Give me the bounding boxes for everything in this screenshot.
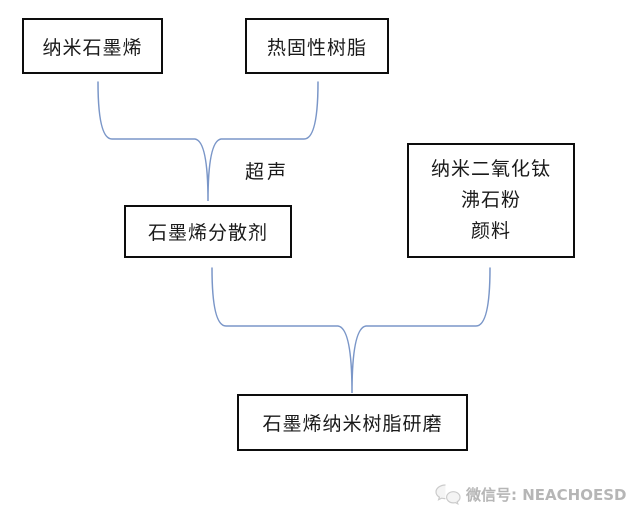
node-additives-line-3: 颜料: [470, 220, 511, 242]
brace-bottom-connector: [211, 267, 491, 394]
node-thermosetting-resin-label: 热固性树脂: [266, 36, 367, 59]
watermark-text: 微信号: NEACHOESD: [466, 486, 627, 504]
node-additives-line-2: 沸石粉: [460, 189, 521, 211]
node-additives-line-1: 纳米二氧化钛: [430, 158, 551, 180]
wechat-icon: [435, 484, 461, 505]
node-grinding-label: 石墨烯纳米树脂研磨: [262, 413, 443, 435]
node-nano-graphene: 纳米石墨烯: [22, 18, 163, 74]
node-graphene-dispersant: 石墨烯分散剂: [124, 205, 292, 258]
node-nano-graphene-label: 纳米石墨烯: [42, 36, 143, 59]
node-grinding: 石墨烯纳米树脂研磨: [237, 394, 468, 451]
node-graphene-dispersant-label: 石墨烯分散剂: [147, 222, 268, 244]
ultrasonic-edge-label: 超声: [245, 161, 290, 183]
watermark: 微信号: NEACHOESD: [435, 484, 626, 505]
node-thermosetting-resin: 热固性树脂: [245, 18, 389, 74]
node-additives: 纳米二氧化钛 沸石粉 颜料: [407, 143, 575, 258]
